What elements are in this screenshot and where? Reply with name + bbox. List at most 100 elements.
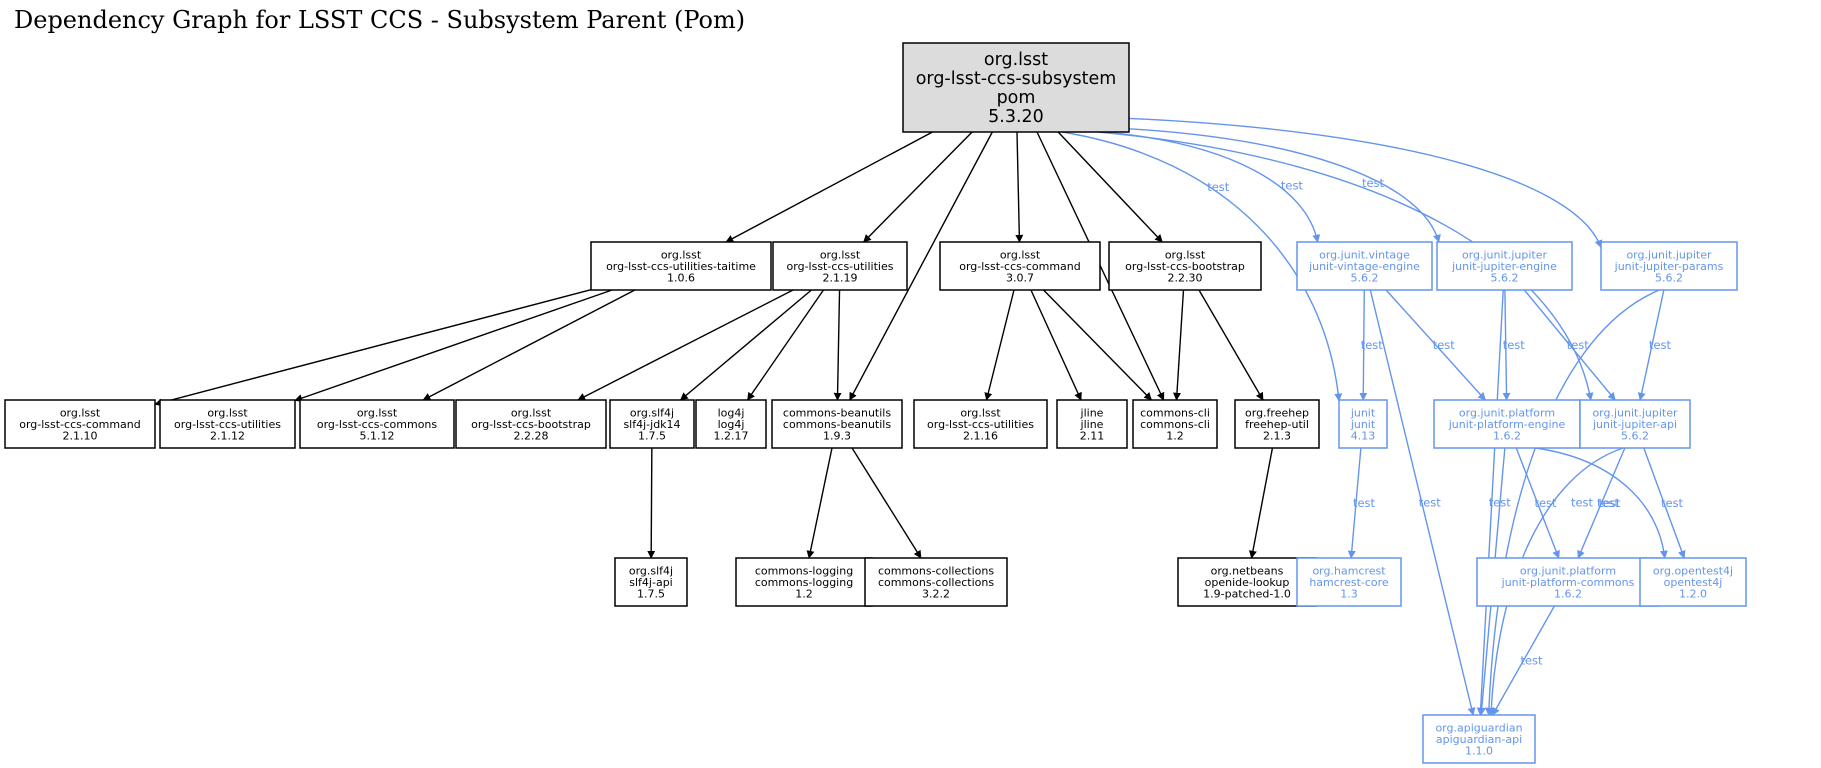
node-label-line: org.lsst <box>1165 248 1206 261</box>
node-label-line: 1.7.5 <box>638 429 666 442</box>
node-box <box>1296 241 1433 291</box>
edge-line <box>1577 447 1626 559</box>
node-label-line: junit-jupiter-api <box>1592 418 1677 431</box>
dependency-edge-utilities-to-beanutils <box>833 289 842 401</box>
node-box <box>772 241 908 291</box>
dependency-edge-utilities-to-bootstrap_old <box>577 289 794 401</box>
dependency-edge-beanutils-to-logging <box>806 447 833 559</box>
node-box <box>299 399 455 449</box>
node-label-line: org.slf4j <box>629 564 673 577</box>
node-label-line: 2.2.28 <box>514 429 549 442</box>
node-label-line: org.junit.jupiter <box>1462 248 1548 261</box>
node-label-line: 5.3.20 <box>988 107 1044 127</box>
node-label-line: org.junit.jupiter <box>1626 248 1712 261</box>
node-label-line: 2.2.30 <box>1168 271 1203 284</box>
node-label-line: org.lsst <box>207 406 248 419</box>
edge-line <box>1359 289 1368 401</box>
node-taitime: org.lsstorg-lsst-ccs-utilities-taitime1.… <box>590 241 772 291</box>
edge-label: test <box>1571 496 1594 510</box>
node-collections: commons-collectionscommons-collections3.… <box>864 557 1008 607</box>
dependency-edge-jupiter_params-to-apiguardian: test <box>1484 289 1660 716</box>
node-box <box>4 399 156 449</box>
node-label-line: 1.2 <box>795 587 813 600</box>
node-label-line: org.lsst <box>984 50 1048 70</box>
node-platform-commons: org.junit.platformjunit-platform-commons… <box>1476 557 1660 607</box>
edge-line <box>1061 131 1343 402</box>
node-jupiter-engine: org.junit.jupiterjunit-jupiter-engine5.6… <box>1436 241 1573 291</box>
node-box <box>1600 241 1738 291</box>
node-label-line: hamcrest-core <box>1309 576 1389 589</box>
node-label-line: 1.2.0 <box>1679 587 1707 600</box>
dependency-edge-vintage-to-platform_engine: test <box>1385 289 1486 401</box>
node-label-line: log4j <box>718 418 745 431</box>
edge-label: test <box>1598 496 1621 510</box>
dependency-edge-root-to-jupiter_params: test <box>1128 117 1603 249</box>
dependency-edge-command-to-commons_cli <box>1043 289 1153 401</box>
node-label-line: slf4j-jdk14 <box>623 418 680 431</box>
node-jupiter-params: org.junit.jupiterjunit-jupiter-params5.6… <box>1600 241 1738 291</box>
node-label-line: 2.1.12 <box>210 429 245 442</box>
node-label-line: junit-vintage-engine <box>1308 260 1420 273</box>
dependency-edge-command-to-utilities_216 <box>984 289 1015 401</box>
node-box <box>1132 399 1218 449</box>
dependency-edge-jupiter_api-to-opentest4j: test <box>1643 447 1686 559</box>
dependency-edge-root-to-jupiter_engine: test <box>1128 128 1441 243</box>
edge-label: test <box>1661 496 1684 510</box>
dependency-edge-platform_commons-to-apiguardian: test <box>1492 605 1555 716</box>
node-label-line: 2.1.10 <box>63 429 98 442</box>
node-label-line: 1.2 <box>1166 429 1184 442</box>
edge-line <box>294 289 613 402</box>
node-box <box>455 399 607 449</box>
node-label-line: junit <box>1350 406 1376 419</box>
edge-line <box>1369 289 1476 716</box>
node-vintage: org.junit.vintagejunit-vintage-engine5.6… <box>1296 241 1433 291</box>
node-label-line: org.junit.jupiter <box>1592 406 1678 419</box>
dependency-edge-freehep-to-openide <box>1248 447 1274 559</box>
edge-line <box>1487 447 1624 716</box>
edge-line <box>1637 289 1665 401</box>
node-label-line: org-lsst-ccs-commons <box>317 418 438 431</box>
edge-label: test <box>1419 496 1442 510</box>
dependency-edge-jupiter_engine-to-platform_engine: test <box>1502 289 1525 401</box>
node-box <box>771 399 903 449</box>
dependency-edge-root-to-beanutils <box>849 131 993 401</box>
nodes-layer: org.lsstorg-lsst-ccs-subsystempom5.3.20o… <box>4 42 1747 764</box>
edge-label: test <box>1433 338 1456 352</box>
node-label-line: slf4j-api <box>629 576 672 589</box>
node-label-line: org.lsst <box>820 248 861 261</box>
edge-label: test <box>1649 338 1672 352</box>
edge-line <box>984 289 1015 401</box>
edge-label: test <box>1361 338 1384 352</box>
node-label-line: org-lsst-ccs-utilities <box>174 418 281 431</box>
node-label-line: org.lsst <box>511 406 552 419</box>
node-label-line: org.junit.platform <box>1520 564 1616 577</box>
edge-label: test <box>1567 338 1590 352</box>
node-box <box>1234 399 1320 449</box>
node-label-line: commons-cli <box>1140 418 1210 431</box>
node-label-line: 1.6.2 <box>1554 587 1582 600</box>
edge-line <box>851 447 922 559</box>
edge-line <box>647 447 656 559</box>
edge-line <box>1172 289 1185 401</box>
node-label-line: 1.0.6 <box>667 271 695 284</box>
node-label-line: org.netbeans <box>1211 564 1284 577</box>
node-label-line: 3.0.7 <box>1006 271 1034 284</box>
node-label-line: 1.6.2 <box>1493 429 1521 442</box>
edge-label: test <box>1534 496 1557 510</box>
node-label-line: openide-lookup <box>1205 576 1290 589</box>
node-label-line: 3.2.2 <box>922 587 950 600</box>
node-label-line: opentest4j <box>1664 576 1723 589</box>
node-label-line: 1.9-patched-1.0 <box>1203 587 1291 600</box>
node-label-line: jline <box>1080 418 1104 431</box>
